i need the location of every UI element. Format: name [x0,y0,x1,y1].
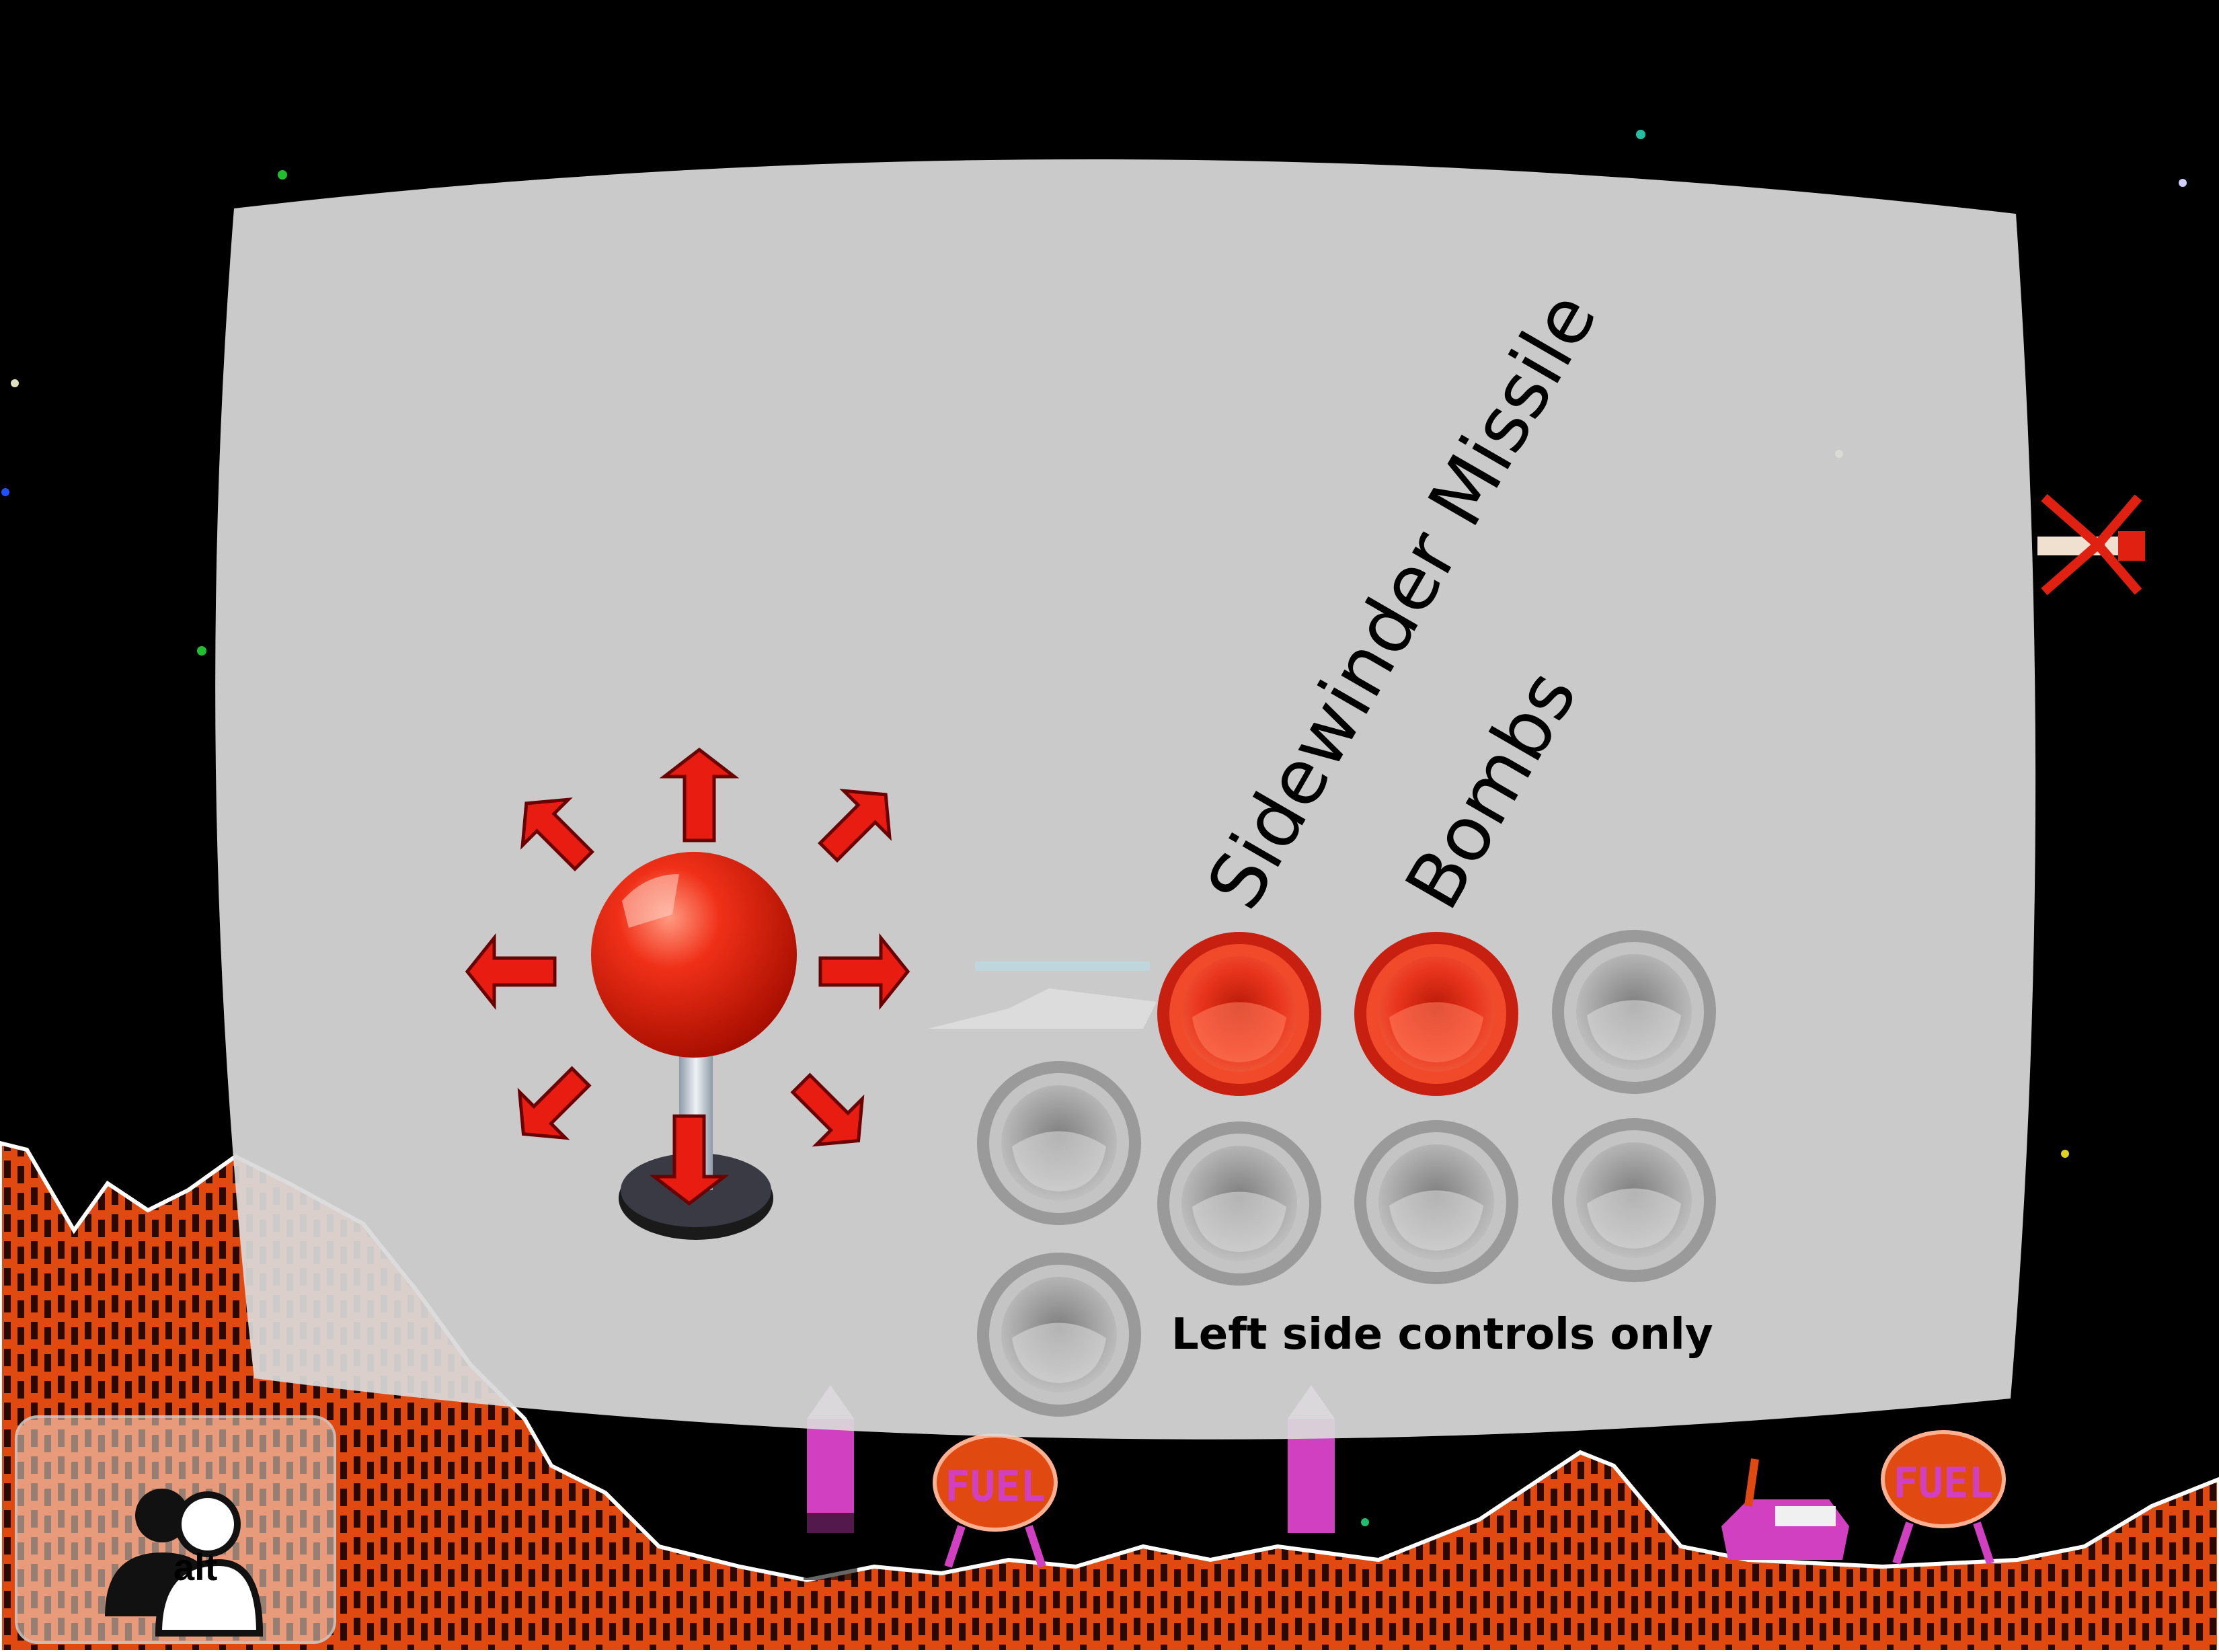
middle-row-button-3[interactable] [1354,1120,1518,1284]
arrow-down-left-icon [517,1066,592,1140]
top-row-button-2[interactable] [1354,932,1518,1096]
arrow-right-icon [818,933,910,1011]
middle-row-button-2[interactable] [1157,1122,1321,1286]
bottom-row-button-1[interactable] [977,1253,1141,1417]
fuel-tank-2: FUEL [1881,1430,2006,1565]
joystick-ball[interactable] [591,852,797,1058]
arrow-up-right-icon [818,789,892,863]
joystick-arrows [465,747,910,1206]
tank-enemy [1721,1458,1849,1560]
arrow-down-right-icon [790,1072,865,1147]
svg-text:FUEL: FUEL [1893,1458,1993,1507]
button-grid [977,930,1716,1417]
top-row-button-3[interactable] [1552,930,1716,1094]
left-side-controls-note: Left side controls only [1171,1310,1713,1360]
svg-text:FUEL: FUEL [945,1462,1045,1511]
top-row-button-1[interactable] [1157,932,1321,1096]
middle-row-button-1[interactable] [977,1061,1141,1225]
arrow-up-icon [659,747,740,842]
arrow-down-icon [649,1114,730,1206]
control-panel [215,159,2036,1440]
users-icon [105,1489,264,1637]
alt-badge [15,1415,336,1644]
helicopter-silhouette [928,961,1157,1029]
arrow-left-icon [465,933,557,1011]
alt-label: alt [173,1546,218,1588]
fuel-tank-1: FUEL [933,1433,1058,1568]
enemy-ship [2037,494,2145,596]
arrow-up-left-icon [520,797,594,871]
middle-row-button-4[interactable] [1552,1118,1716,1282]
